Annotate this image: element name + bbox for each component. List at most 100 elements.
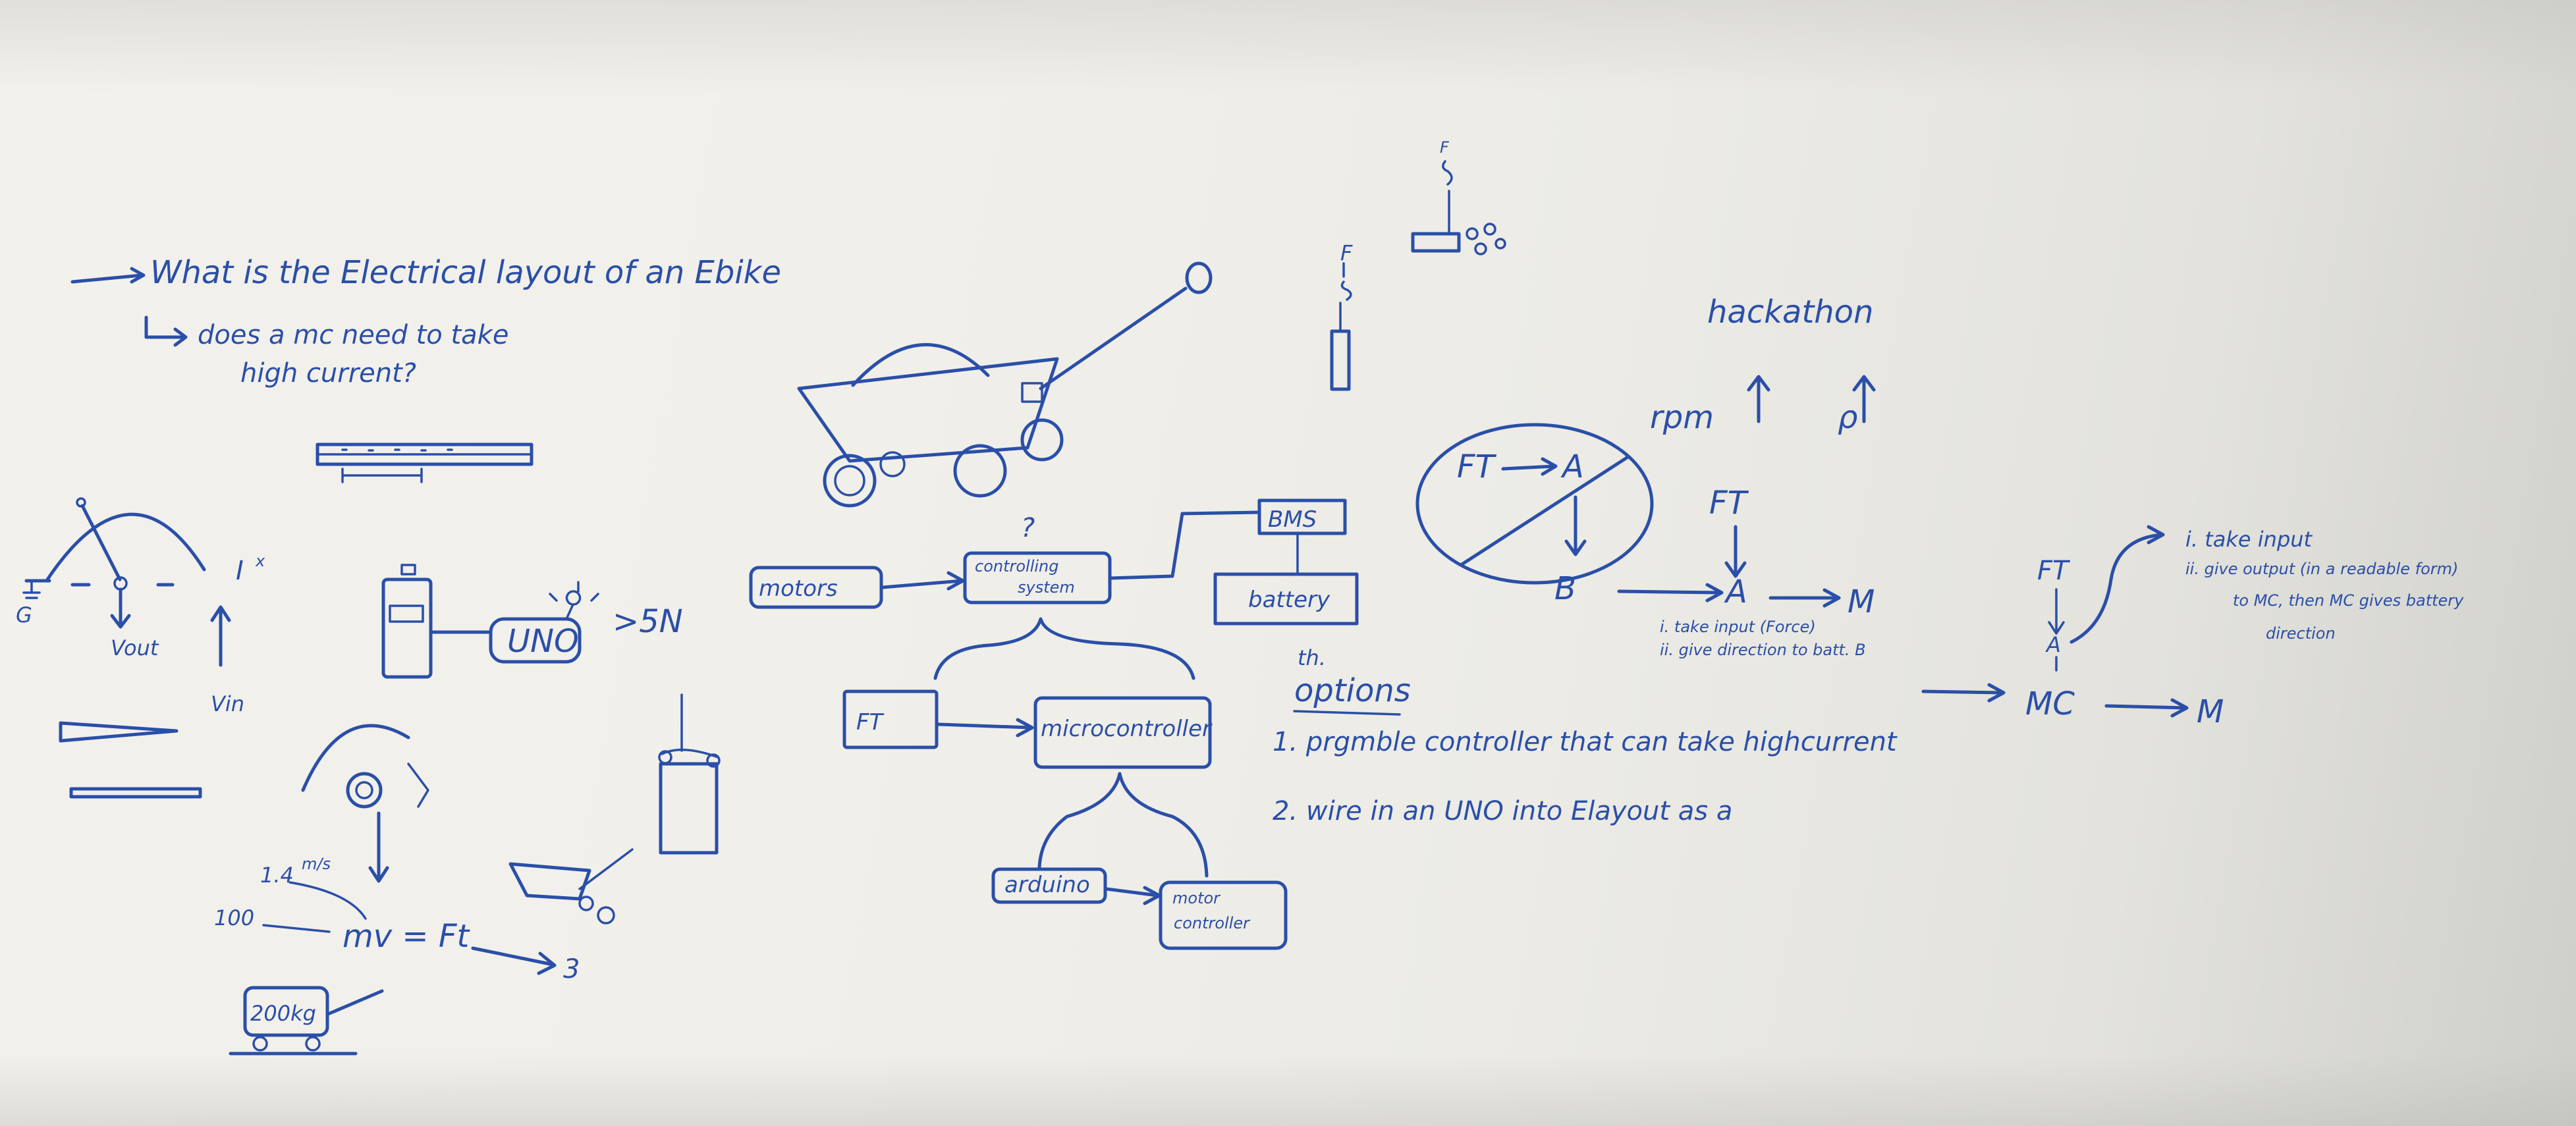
uno-board xyxy=(489,617,582,664)
down-arrow-icon xyxy=(368,811,389,883)
top-scale-gear-3 xyxy=(1474,242,1487,255)
speed-unit: m/s xyxy=(302,855,331,873)
force-gauge-display xyxy=(389,604,424,623)
control-to-bms-wire xyxy=(1109,510,1261,580)
cart-wheel-right xyxy=(305,1036,321,1052)
bms-box xyxy=(1257,498,1347,535)
mc-brace xyxy=(1037,772,1209,878)
crossed-out-circle xyxy=(1415,423,1654,585)
ground-icon xyxy=(22,579,41,599)
microcontroller-label: microcontroller xyxy=(1041,716,1213,742)
hanging-box xyxy=(659,762,719,855)
strip-rect xyxy=(315,442,534,466)
force-gauge-uno: UNO >5N xyxy=(381,564,683,679)
a-mid-label: A xyxy=(1724,574,1747,610)
motors-label: motors xyxy=(759,576,838,602)
a-to-m-arrow-icon xyxy=(1768,588,1841,608)
result-arrow-icon xyxy=(471,946,557,975)
cart-body xyxy=(243,986,329,1037)
rho-label: ρ xyxy=(1838,399,1857,436)
wedge-and-bar xyxy=(59,721,202,799)
rpm-label: rpm xyxy=(1650,399,1714,436)
pot-current-symbol: I xyxy=(236,556,244,586)
block-diagram: ? motors controlling system BMS battery … xyxy=(749,498,1359,950)
arduino-label: arduino xyxy=(1004,872,1090,898)
top-scale-gear-4 xyxy=(1494,238,1506,250)
mc-to-m-arrow-icon xyxy=(2104,698,2189,718)
ft-box xyxy=(842,689,939,749)
wagon-box xyxy=(1021,382,1043,403)
ft-right-label: FT xyxy=(2037,556,2071,586)
hook-arrow-icon xyxy=(144,315,188,347)
force-threshold: >5N xyxy=(613,603,683,640)
rpm-up-arrow-icon xyxy=(1747,375,1770,423)
b-to-mc-arrow-icon xyxy=(1921,683,2006,703)
options-prefix: th. xyxy=(1298,645,1326,670)
pot-pivot xyxy=(76,497,86,508)
pot-vout-label: Vout xyxy=(111,635,159,660)
wagon-handle xyxy=(1039,286,1188,390)
notes-line1: i. take input xyxy=(2185,527,2313,552)
options-heading: options xyxy=(1294,672,1411,709)
motor-controller-line2: controller xyxy=(1174,914,1251,932)
microcontroller-box xyxy=(1033,696,1212,769)
pot-ground-label: G xyxy=(16,603,32,628)
wheel-inner xyxy=(355,781,373,799)
notes-line3: to MC, then MC gives battery xyxy=(2233,591,2464,610)
mass-value: 100 xyxy=(214,905,254,930)
ft-right-down-arrow-icon xyxy=(2048,588,2065,635)
pot-wiper xyxy=(80,504,122,581)
controller-brace xyxy=(933,617,1195,680)
wheel-hub xyxy=(346,772,383,809)
title-question-group: What is the Electrical layout of an Ebik… xyxy=(70,254,781,389)
gauge-label: F xyxy=(1340,240,1353,265)
ft-down-arrow-icon xyxy=(1724,525,1747,578)
small-cart-tray xyxy=(508,862,591,901)
arduino-to-motor-arrow-icon xyxy=(1105,886,1161,905)
ft-to-mc-arrow-icon xyxy=(937,718,1034,737)
pot-vin-label: Vin xyxy=(211,691,244,716)
a-right-label: A xyxy=(2045,632,2061,657)
cart-wheel-left xyxy=(252,1036,268,1052)
right-section: hackathon rpm ρ FT A B FT A M i. take in… xyxy=(1415,294,2464,730)
crossed-out-slash xyxy=(1459,456,1629,567)
top-scale-gear-1 xyxy=(1466,227,1479,240)
m-end-label: M xyxy=(1848,583,1875,620)
small-cart-handle xyxy=(578,848,634,890)
top-scale-gear-2 xyxy=(1483,223,1496,236)
strip-dimension xyxy=(341,468,423,483)
option-item-1: 1. prgmble controller that can take high… xyxy=(1273,727,1898,757)
hanging-box-sketch xyxy=(508,693,721,925)
title-question: What is the Electrical layout of an Ebik… xyxy=(150,254,781,291)
speed-link xyxy=(288,881,367,920)
hackathon-label: hackathon xyxy=(1707,294,1873,331)
options-underline xyxy=(1293,710,1401,716)
b-label: B xyxy=(1554,570,1576,607)
crossed-ft-arrow-icon xyxy=(1501,457,1558,476)
wagon-wheel-front xyxy=(953,444,1007,498)
battery-box xyxy=(1213,572,1359,626)
wagon-sketch xyxy=(797,261,1213,508)
cart-handle xyxy=(326,989,384,1016)
vin-arrow-icon xyxy=(210,605,231,667)
momentum-sketch: m/s 1.4 100 mv = Ft 3 200kg xyxy=(214,724,580,1056)
crossed-a-label: A xyxy=(1560,448,1584,485)
gauge-hook-icon xyxy=(1340,281,1352,301)
cart-mass-label: 200kg xyxy=(250,1001,316,1026)
small-cart-gear xyxy=(578,896,594,911)
ft-label: FT xyxy=(856,709,885,736)
spring-gauge-body xyxy=(1330,329,1351,391)
b-to-a-arrow-icon xyxy=(1617,583,1724,603)
bms-label: BMS xyxy=(1268,506,1317,533)
ft-top-label: FT xyxy=(1709,485,1749,522)
motor-controller-line1: motor xyxy=(1172,889,1221,907)
notes-line2: ii. give output (in a readable form) xyxy=(2185,560,2458,578)
uno-label: UNO xyxy=(507,623,579,660)
wedge-shape xyxy=(59,721,178,743)
gauge-hook xyxy=(400,564,416,576)
buzzer-rays-icon xyxy=(549,581,599,602)
wagon-wheel-rear-hub xyxy=(834,465,865,496)
notes-line4: direction xyxy=(2266,624,2336,643)
steps-line2: ii. give direction to batt. B xyxy=(1660,641,1866,659)
